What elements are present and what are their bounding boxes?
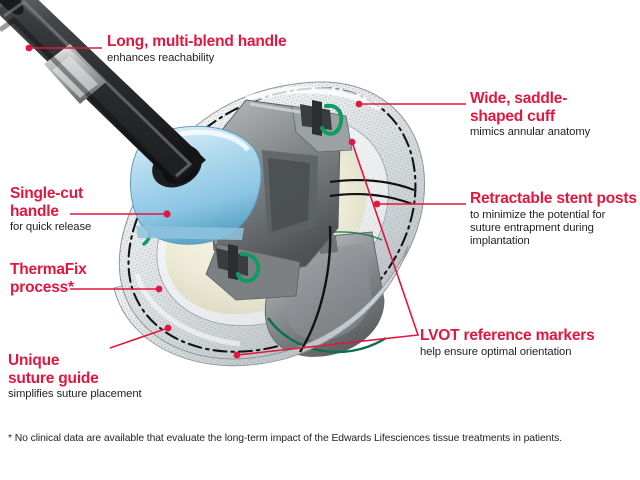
callout-wide-saddle-shaped-cuff: Wide, saddle- shaped cuff mimics annular… (470, 90, 590, 139)
footnote-text: * No clinical data are available that ev… (8, 433, 562, 444)
callout-heading: Wide, saddle- shaped cuff (470, 90, 568, 125)
callout-unique-suture-guide: Unique suture guide simplifies suture pl… (8, 352, 142, 401)
callout-heading: Retractable stent posts (470, 190, 637, 207)
callout-subtext: for quick release (10, 221, 92, 233)
callout-thermafix-process: ThermaFix process* (10, 261, 87, 296)
callout-heading: Single-cut handle (10, 185, 83, 220)
callout-subtext: enhances reachability (107, 51, 215, 64)
callout-heading: Unique suture guide (8, 352, 99, 387)
callout-retractable-stent-posts: Retractable stent posts to minimize the … (470, 190, 637, 248)
callout-heading: Long, multi-blend handle (107, 33, 287, 50)
callout-subtext: mimics annular anatomy (470, 126, 591, 138)
callout-subtext: simplifies suture placement (8, 388, 142, 400)
callout-lvot-reference-markers: LVOT reference markers help ensure optim… (420, 327, 595, 359)
callout-subtext: to minimize the potential for suture ent… (470, 208, 606, 247)
callout-subtext: help ensure optimal orientation (420, 345, 572, 358)
callout-long-multi-blend-handle: Long, multi-blend handle enhances reacha… (107, 33, 287, 65)
callout-heading: ThermaFix process* (10, 261, 87, 296)
annulus-dashed-marker (127, 86, 417, 353)
callout-heading: LVOT reference markers (420, 327, 595, 344)
callout-single-cut-handle: Single-cut handle for quick release (10, 185, 91, 234)
delivery-handle-shaft (0, 0, 206, 186)
green-suture-loop-top (320, 103, 344, 136)
